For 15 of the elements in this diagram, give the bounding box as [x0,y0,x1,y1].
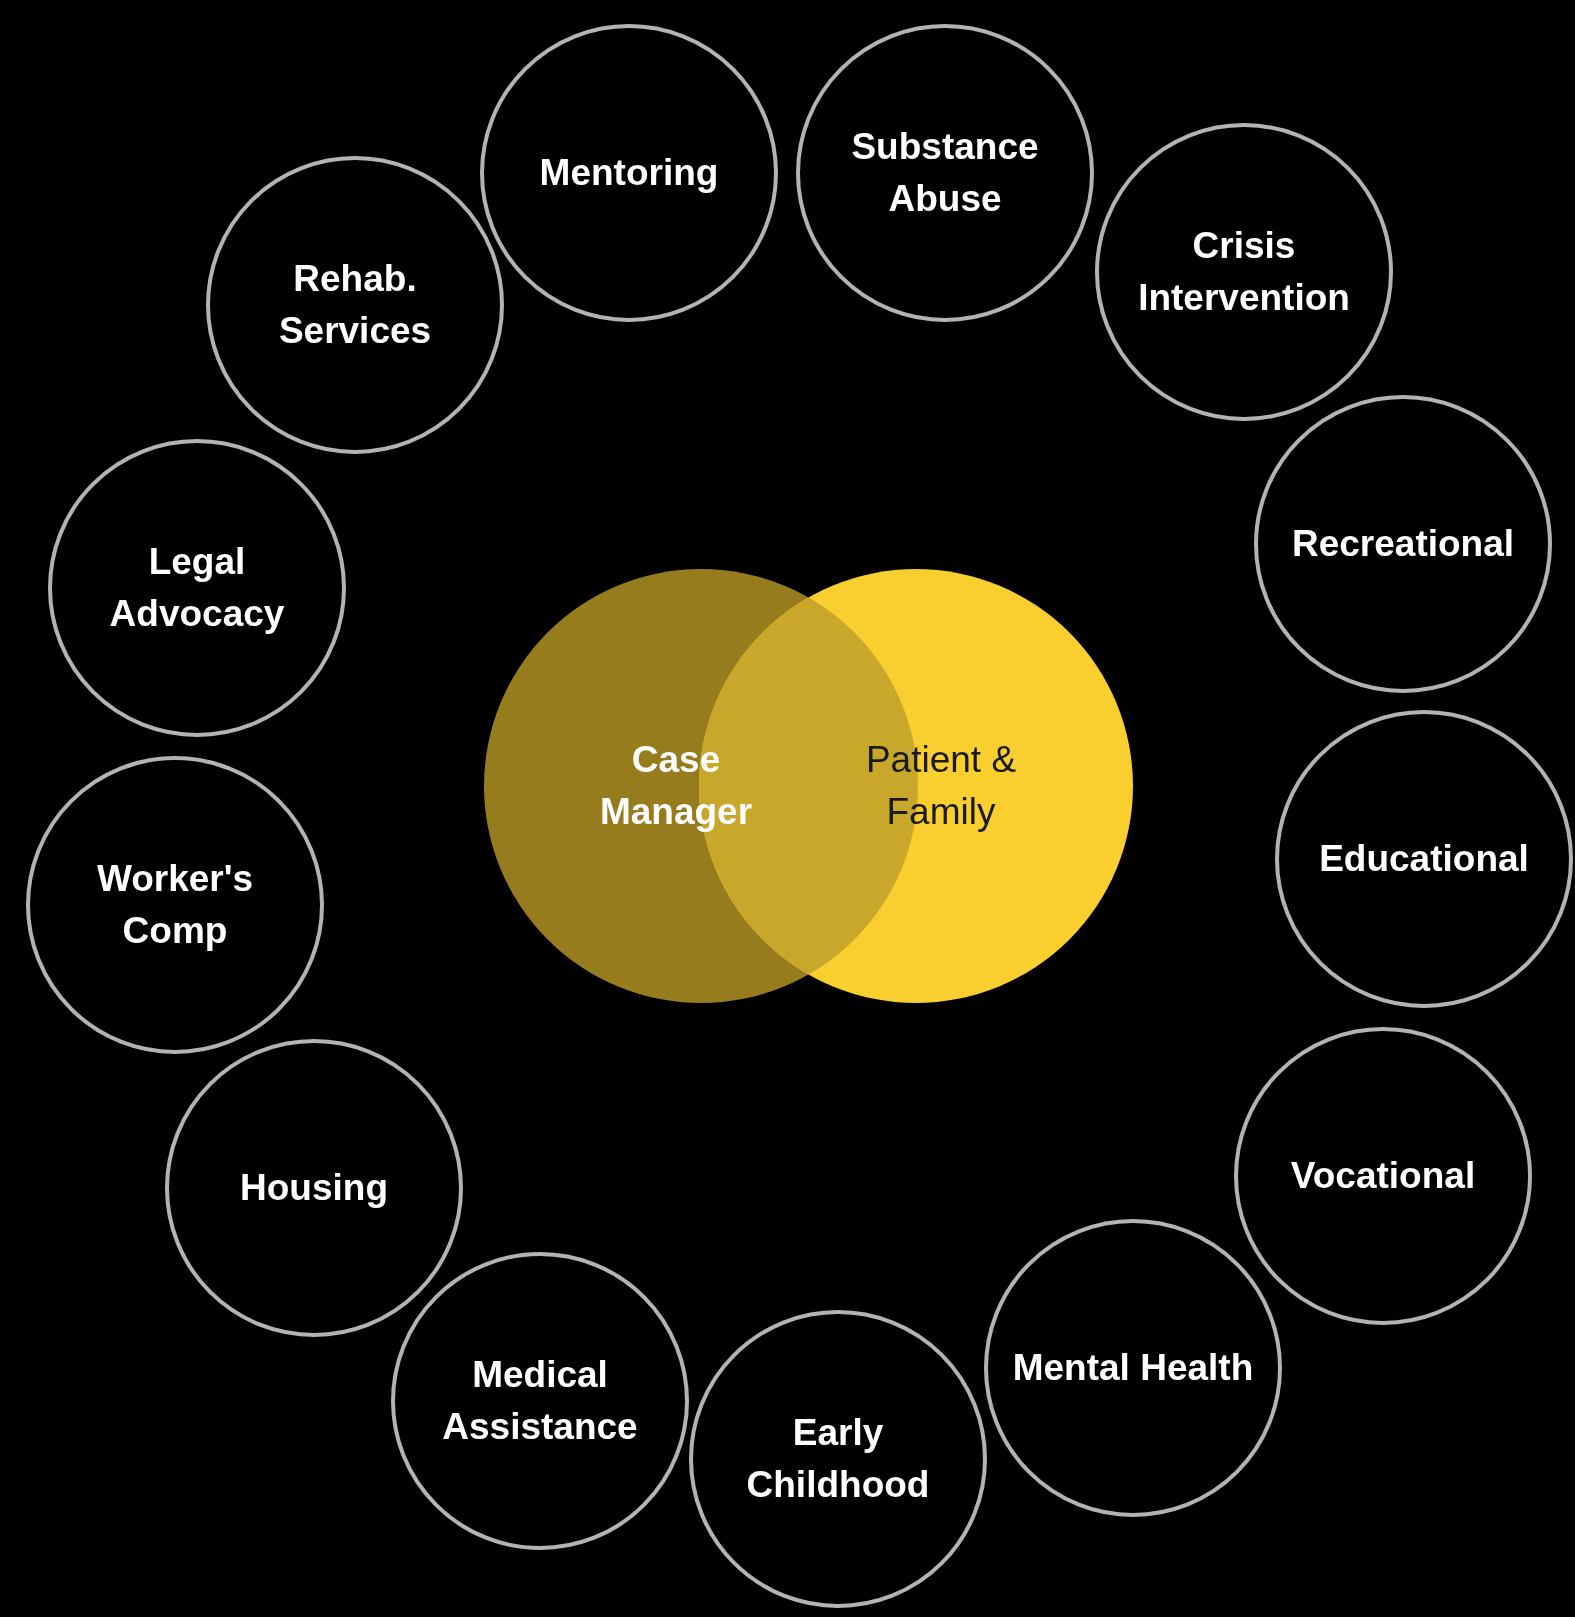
venn-label: Case Manager [581,734,771,838]
node-label: Housing [240,1166,388,1211]
node-label: Recreational [1291,522,1515,567]
node-label: Mentoring [539,151,719,196]
venn-label: Patient & Family [846,734,1036,838]
node-label: Substance Abuse [850,125,1040,221]
node-label: Rehab. Services [277,257,433,353]
node-label: Vocational [1290,1154,1476,1199]
node-label: Educational [1319,837,1529,882]
node-label: Crisis Intervention [1137,224,1351,320]
node-label: Mental Health [1012,1346,1254,1391]
node-label: Worker's Comp [95,857,255,953]
node-label: Medical Assistance [441,1353,639,1449]
node-label: Legal Advocacy [108,540,286,636]
node-label: Early Childhood [745,1411,931,1507]
